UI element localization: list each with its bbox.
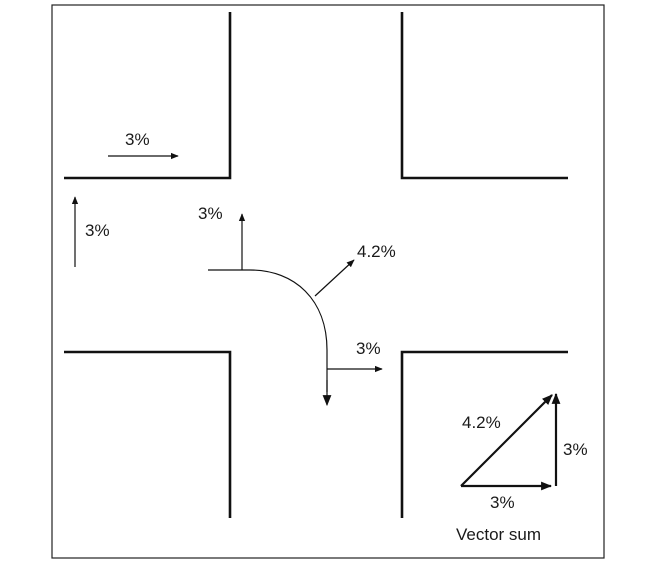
vector-label-horizontal: 3% — [490, 493, 515, 512]
diagram-frame — [51, 4, 605, 559]
turning-path — [208, 269, 328, 392]
grade-label-diagonal: 4.2% — [357, 242, 396, 261]
grade-label-center-up: 3% — [198, 204, 223, 223]
grade-label-center-right: 3% — [356, 339, 381, 358]
road-corner-bottom-right — [400, 350, 568, 518]
road-corner-bottom-left — [64, 350, 232, 518]
grade-label-top-left: 3% — [125, 130, 150, 149]
road-corner-top-right — [400, 12, 568, 180]
vector-sum-caption: Vector sum — [456, 525, 541, 544]
grade-label-left-side: 3% — [85, 221, 110, 240]
road-corner-top-left — [64, 12, 232, 180]
vector-label-diagonal: 4.2% — [462, 413, 501, 432]
vector-label-vertical: 3% — [563, 440, 588, 459]
grade-arrow-diagonal — [314, 259, 355, 297]
vector-diagonal-arrow — [460, 394, 553, 487]
